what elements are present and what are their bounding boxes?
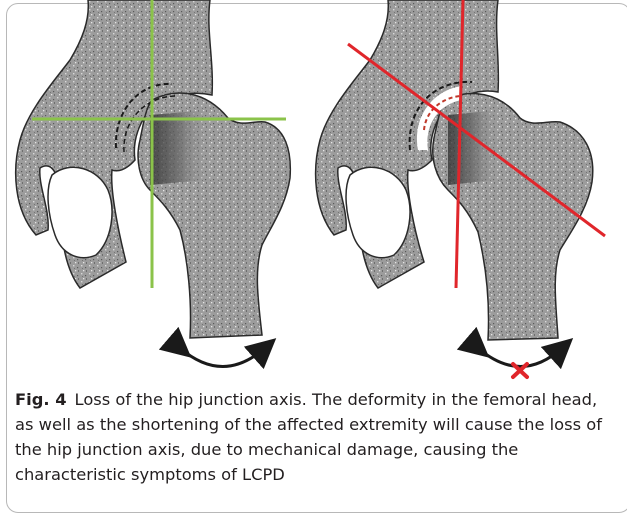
caption-text: Loss of the hip junction axis. The defor…	[15, 390, 602, 484]
hip-axis-figure	[0, 0, 627, 380]
affected-hip-panel	[316, 0, 605, 377]
free-rotation-arrow	[180, 348, 265, 367]
figure-label: Fig. 4	[15, 390, 67, 409]
femoral-neck-shading	[448, 110, 500, 185]
obturator-foramen	[346, 167, 410, 257]
femoral-neck-shading	[150, 110, 210, 185]
normal-hip-panel	[16, 0, 291, 367]
obturator-foramen	[48, 167, 112, 257]
blocked-rotation-arrow	[478, 348, 562, 367]
